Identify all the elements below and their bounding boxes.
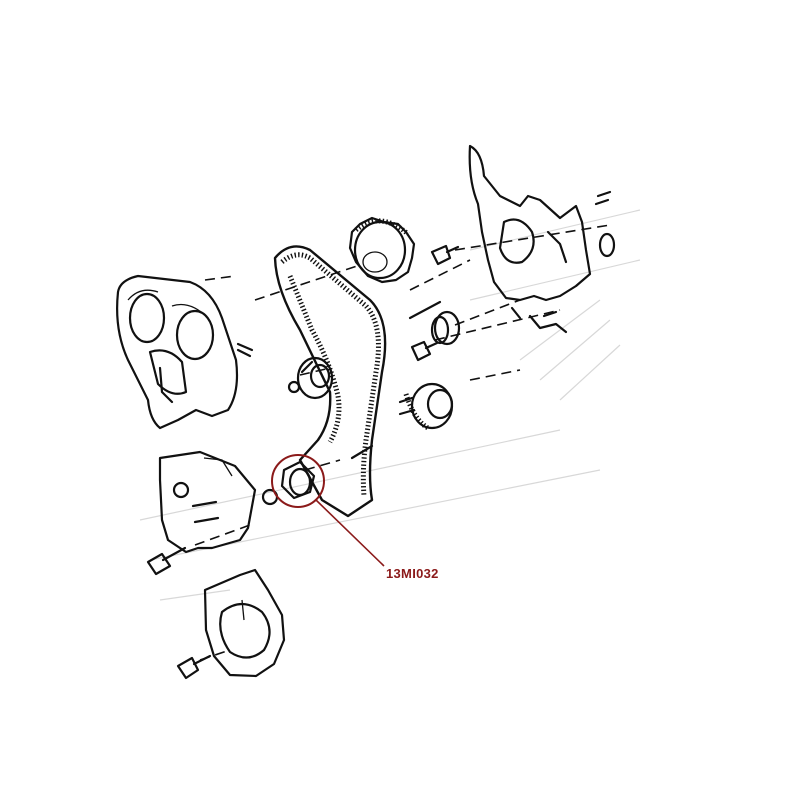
watermark	[139, 209, 641, 601]
lower-timing-cover	[158, 450, 279, 554]
camshaft-sprocket	[348, 216, 416, 284]
highlight-circle	[271, 454, 325, 508]
tensioner-pulley	[296, 356, 334, 400]
part-callout	[271, 454, 385, 567]
crank-sprocket-13MI032	[280, 460, 316, 500]
bolt-icon	[176, 654, 212, 680]
timing-belt	[273, 245, 387, 518]
water-pump	[398, 382, 454, 431]
bolt-icon	[146, 546, 187, 576]
assembly-guide-lines	[194, 224, 611, 661]
leader-line	[315, 499, 385, 567]
upper-timing-cover	[116, 274, 254, 430]
bolt-icon	[410, 340, 439, 362]
stud-icon	[408, 300, 442, 320]
rear-engine-plate	[468, 144, 616, 334]
idler-roller	[430, 310, 461, 346]
bolt-icon	[430, 244, 460, 266]
crank-dust-shield	[203, 568, 286, 678]
stud-icon	[350, 444, 374, 460]
part-number-label: 13MI032	[386, 566, 439, 581]
bolts	[146, 244, 460, 680]
